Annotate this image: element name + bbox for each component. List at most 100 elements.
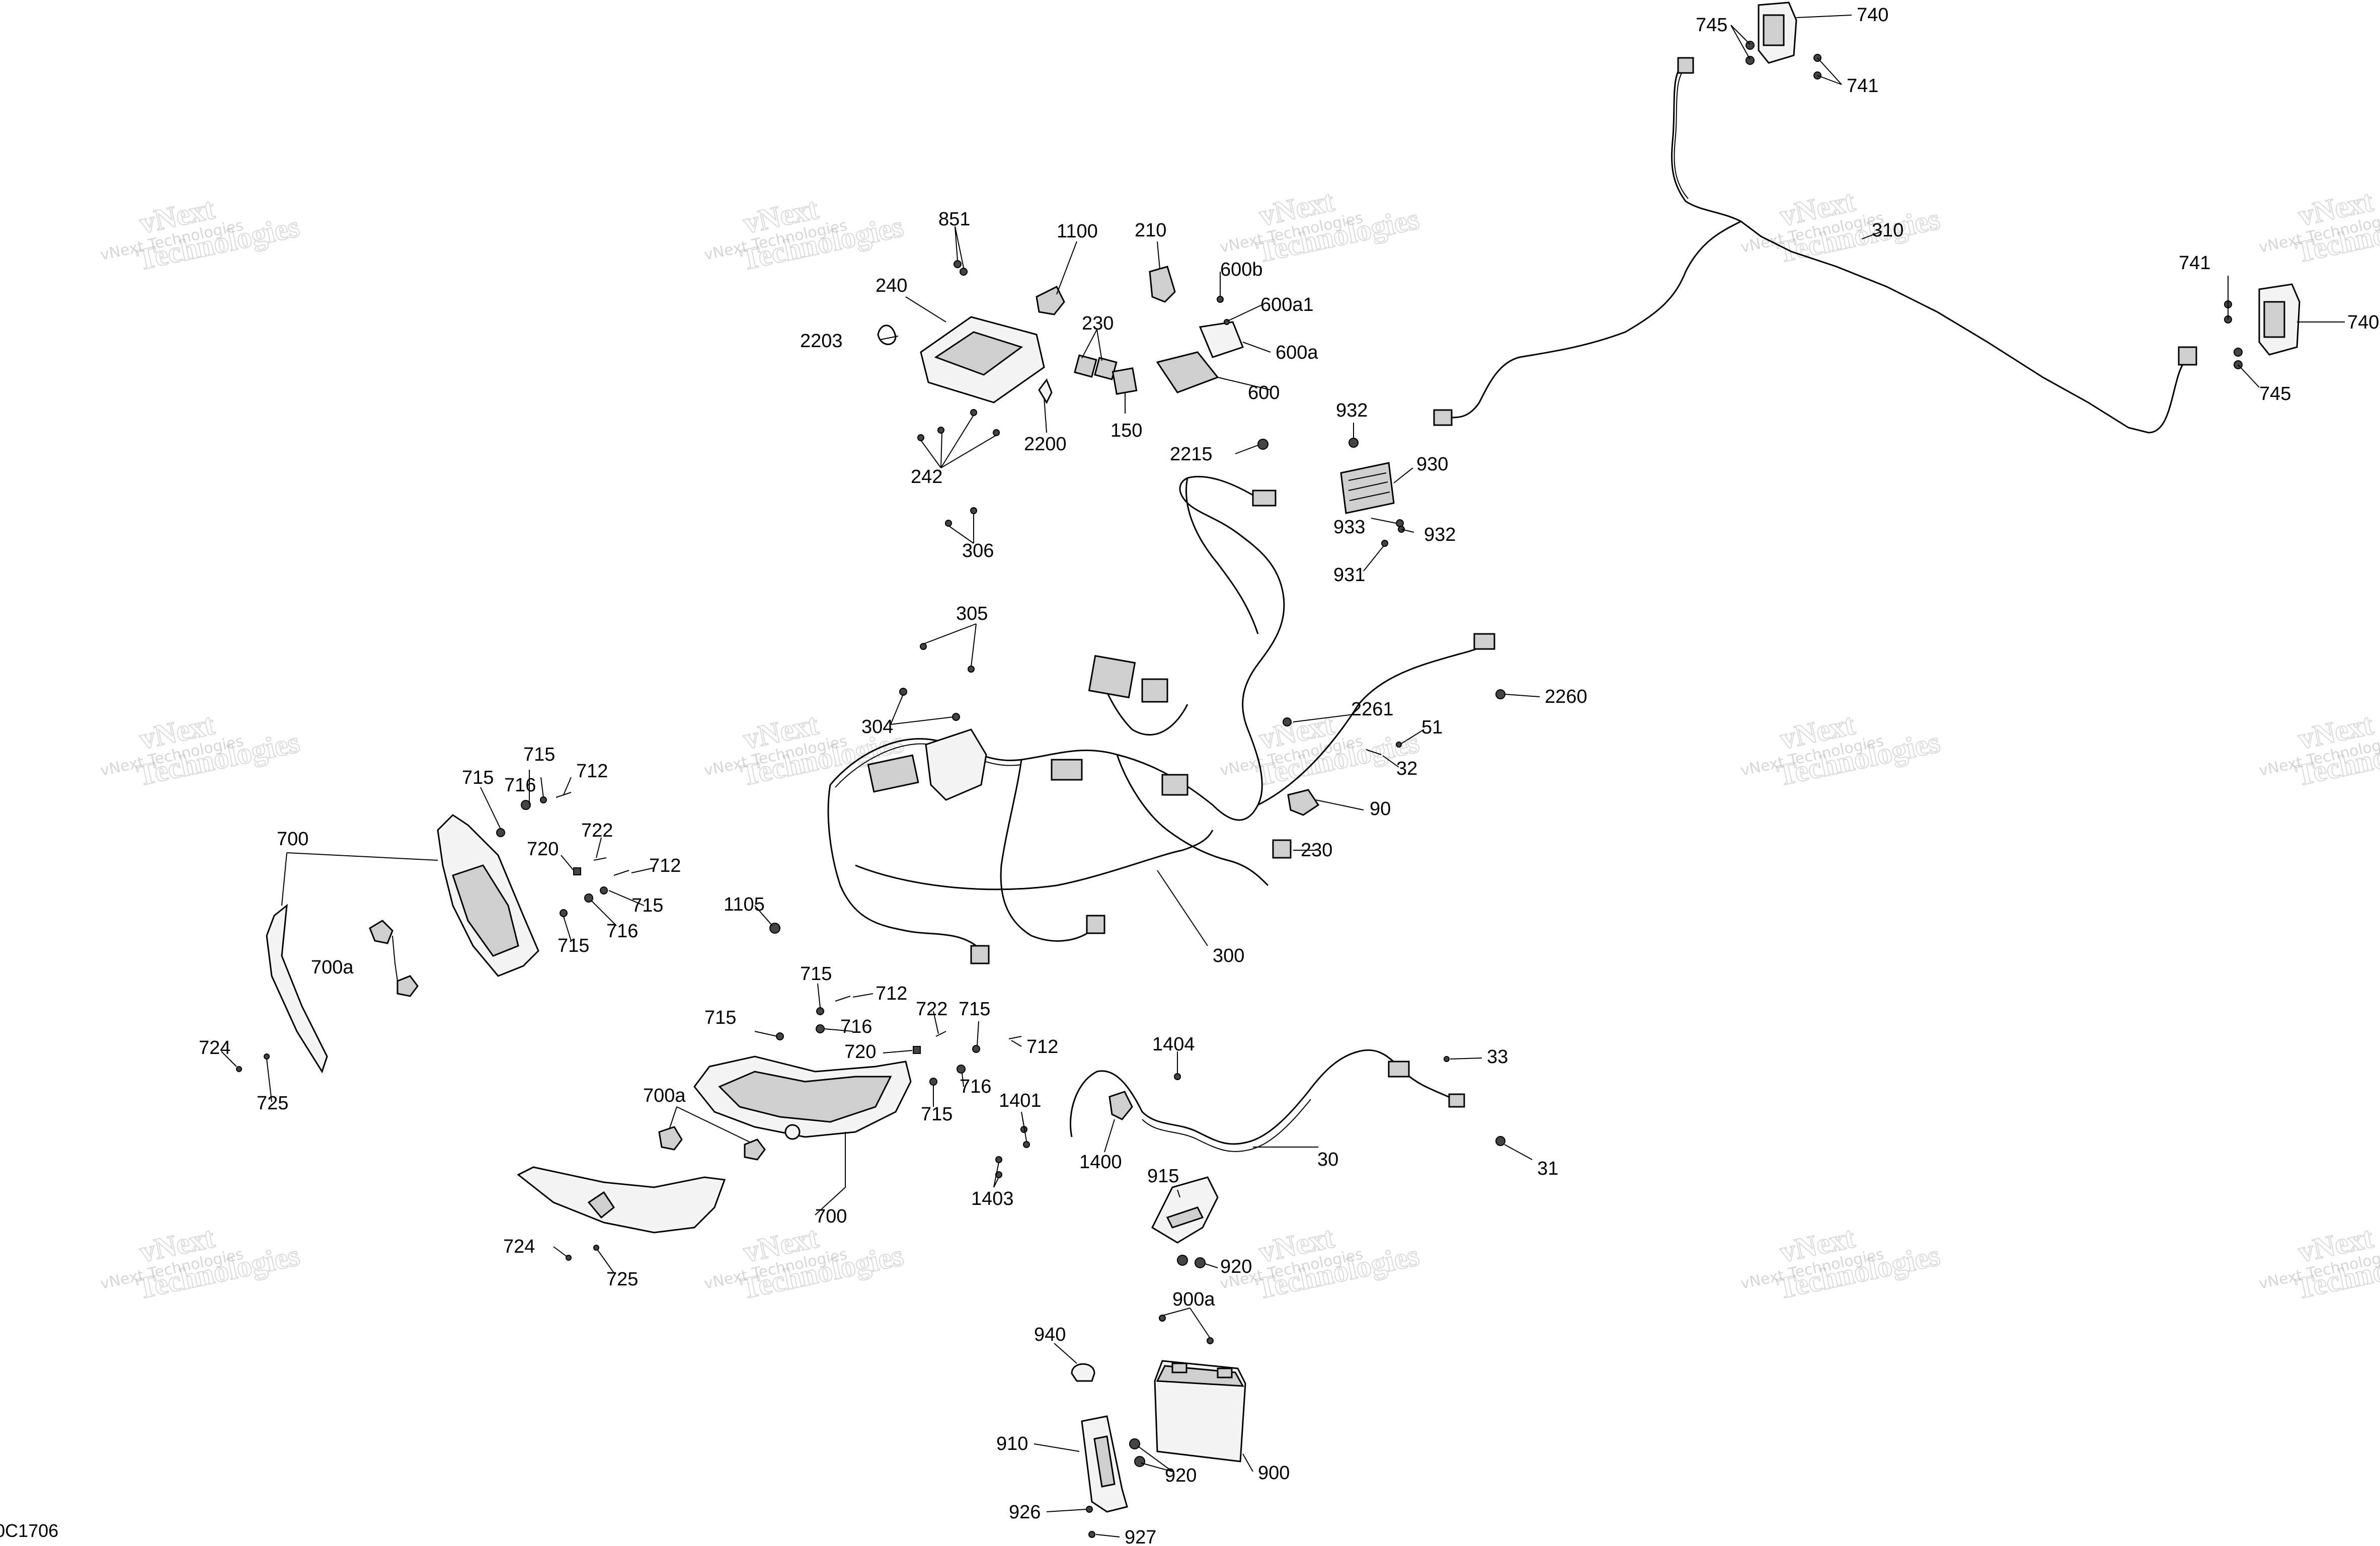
- leader-line: [890, 623, 1540, 946]
- leader-line: [553, 983, 1022, 1273]
- harness-connector: [1433, 409, 1453, 426]
- callout-label: 700: [815, 1206, 847, 1227]
- relay-230: [1272, 839, 1292, 859]
- module-600: [1156, 351, 1219, 393]
- leader-line: [1034, 1189, 1253, 1537]
- callout-label: 915: [1147, 1166, 1179, 1187]
- connector-2260: [1495, 689, 1505, 699]
- battery-terminal: [1171, 1362, 1187, 1373]
- headlight-trim-700: [266, 904, 328, 1074]
- bolt-722: [935, 1031, 946, 1037]
- callout-label: 932: [1336, 400, 1368, 421]
- rear-harness-310-inner: [1674, 65, 1689, 199]
- watermark: vNext Technologies vNext Technologies: [702, 191, 907, 277]
- callout-label: 1404: [1152, 1034, 1195, 1055]
- callout-label: 920: [1165, 1465, 1197, 1486]
- callout-label: 920: [1220, 1256, 1252, 1277]
- headlight-bulb-700a: [369, 920, 393, 944]
- harness-connector: [970, 945, 990, 964]
- screw-242: [970, 409, 977, 416]
- callout-label: 715: [558, 935, 589, 956]
- part-51: [1396, 742, 1402, 748]
- nut-715: [600, 886, 608, 894]
- headlight-trim-700-lower: [517, 1166, 726, 1234]
- leader-line: [1730, 15, 2345, 388]
- callout-label: 712: [649, 855, 681, 876]
- callout-label: 230: [1082, 313, 1114, 334]
- callout-label: 1105: [724, 894, 765, 915]
- bolt-900a: [1207, 1337, 1214, 1344]
- callout-label: 931: [1333, 564, 1365, 586]
- headlight-lens: [452, 864, 519, 957]
- callout-label: 230: [1301, 840, 1332, 861]
- fastener: [1746, 41, 1755, 50]
- callout-label: 900: [1258, 1462, 1290, 1484]
- nut-715: [540, 796, 547, 803]
- trim-badge: [587, 1191, 615, 1219]
- callout-label: 715: [462, 767, 494, 788]
- callout-label: 600a1: [1260, 294, 1314, 315]
- tail-light-connector: [1763, 14, 1785, 46]
- callout-label: 51: [1421, 717, 1443, 738]
- callout-label: 900a: [1172, 1289, 1215, 1310]
- harness-connector: [1161, 774, 1188, 796]
- callout-label: 740: [1857, 5, 1888, 26]
- bolt-722: [593, 857, 607, 861]
- callout-label: 715: [921, 1104, 953, 1125]
- callout-label: 741: [2179, 253, 2210, 274]
- nut-715: [496, 828, 505, 837]
- callout-label: 210: [1135, 220, 1166, 241]
- bolt-712: [1008, 1036, 1022, 1039]
- callout-label: 700a: [311, 957, 354, 978]
- fastener: [2234, 348, 2243, 357]
- screw-306: [970, 507, 977, 514]
- callout-label: 932: [1424, 524, 1456, 545]
- fuse-box-304: [925, 728, 987, 801]
- rear-harness-310: [1671, 62, 2192, 434]
- callout-label: 933: [1333, 517, 1365, 538]
- callout-label: 930: [1416, 454, 1448, 475]
- nut-715: [776, 1032, 784, 1040]
- nut-715: [972, 1045, 980, 1053]
- headlight-bulb-700a: [744, 1138, 766, 1161]
- callout-label: 2215: [1170, 444, 1213, 465]
- callout-label: 715: [704, 1007, 736, 1028]
- callout-label: 304: [861, 716, 893, 738]
- callout-label: 2203: [800, 331, 843, 352]
- screw-305: [968, 666, 975, 673]
- harness-connector: [1677, 57, 1694, 74]
- headlight-lens-lower: [718, 1071, 892, 1123]
- callout-label: 1100: [1057, 221, 1098, 242]
- sensor-harness-group: 1404 33 1401 1400 30 31 1403: [971, 1034, 1558, 1209]
- harness-connector: [1252, 490, 1277, 507]
- battery-terminal: [1217, 1367, 1233, 1378]
- rear-harness-branch: [1449, 220, 1741, 419]
- watermark: vNext Technologies vNext Technologies: [1739, 184, 1943, 269]
- watermark: vNext Technologies vNext Technologies: [99, 191, 303, 277]
- headlight-mount: [784, 1124, 801, 1140]
- nut-920: [1129, 1438, 1140, 1449]
- main-harness-branch: [1116, 754, 1269, 886]
- harness-connector: [1473, 633, 1495, 650]
- watermark: vNext Technologies vNext Technologies: [1739, 707, 1943, 792]
- screw-724: [236, 1066, 242, 1072]
- callout-label: 150: [1110, 420, 1142, 441]
- watermark: vNext Technologies vNext Technologies: [2257, 184, 2380, 269]
- callout-label: 716: [840, 1016, 872, 1037]
- screw-242: [993, 429, 1000, 436]
- callout-label: 722: [581, 820, 613, 841]
- nut-716: [521, 800, 531, 810]
- watermark: vNext Technologies vNext Technologies: [99, 707, 303, 792]
- clip-304: [952, 713, 960, 721]
- battery-group: 915 920 900a 940 910 920 900 926 927: [996, 1166, 1290, 1546]
- callout-label: 712: [576, 761, 608, 782]
- callout-label: 740: [2347, 312, 2379, 333]
- callout-label: 240: [876, 275, 907, 296]
- callout-label: 600: [1248, 382, 1280, 403]
- callout-label: 745: [2259, 383, 2291, 404]
- watermark: vNext Technologies vNext Technologies: [99, 1220, 303, 1306]
- connector-2261: [1283, 717, 1292, 726]
- sensor-1400: [1108, 1091, 1133, 1120]
- leader-line: [993, 1051, 1533, 1188]
